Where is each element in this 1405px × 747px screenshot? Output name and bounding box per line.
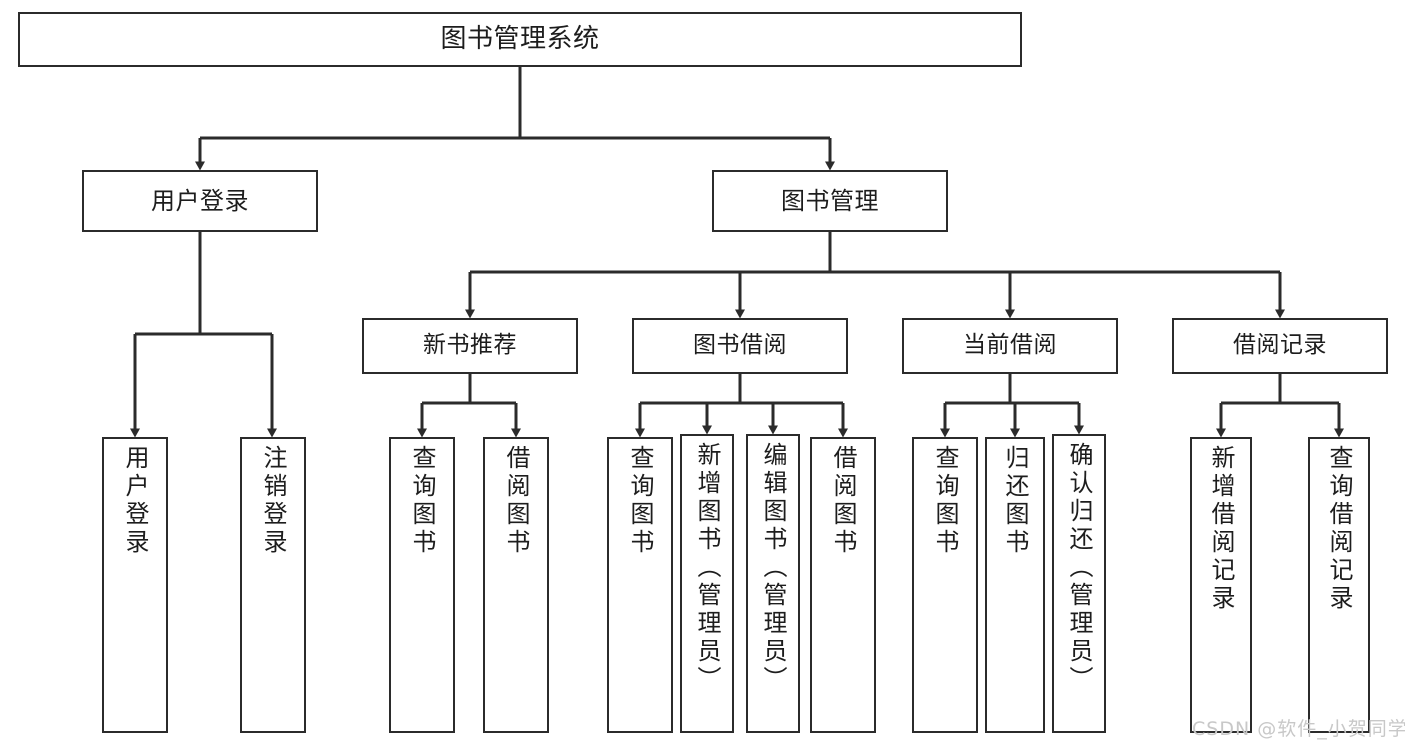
node-leaf-query-book-current[interactable]: 查询图书 <box>912 437 978 733</box>
node-leaf-edit-book-admin[interactable]: 编辑图书（管理员） <box>746 434 800 733</box>
node-leaf-label: 新增借阅记录 <box>1207 445 1235 613</box>
node-leaf-label: 新增图书（管理员） <box>693 442 721 694</box>
node-new-book-recommend[interactable]: 新书推荐 <box>362 318 578 374</box>
node-leaf-label: 查询图书 <box>626 445 654 557</box>
node-book-management-label: 图书管理 <box>781 186 879 215</box>
node-leaf-logout[interactable]: 注销登录 <box>240 437 306 733</box>
node-leaf-add-borrow-record[interactable]: 新增借阅记录 <box>1190 437 1252 733</box>
node-current-borrow[interactable]: 当前借阅 <box>902 318 1118 374</box>
node-book-management[interactable]: 图书管理 <box>712 170 948 232</box>
node-borrow-record-label: 借阅记录 <box>1233 332 1327 359</box>
node-leaf-label: 借阅图书 <box>502 445 530 557</box>
node-leaf-user-login[interactable]: 用户登录 <box>102 437 168 733</box>
node-leaf-return-book[interactable]: 归还图书 <box>985 437 1045 733</box>
node-current-borrow-label: 当前借阅 <box>963 332 1057 359</box>
node-borrow-record[interactable]: 借阅记录 <box>1172 318 1388 374</box>
node-leaf-label: 查询图书 <box>931 445 959 557</box>
node-leaf-query-book-borrow[interactable]: 查询图书 <box>607 437 673 733</box>
csdn-watermark: CSDN @软件_小贺同学 <box>1192 718 1405 740</box>
node-leaf-label: 查询图书 <box>408 445 436 557</box>
node-leaf-label: 确认归还（管理员） <box>1065 442 1093 694</box>
node-leaf-borrow-book[interactable]: 借阅图书 <box>810 437 876 733</box>
node-leaf-label: 借阅图书 <box>829 445 857 557</box>
node-leaf-label: 查询借阅记录 <box>1325 445 1353 613</box>
node-user-login-label: 用户登录 <box>151 186 249 215</box>
node-leaf-query-book-rec[interactable]: 查询图书 <box>389 437 455 733</box>
node-leaf-label: 归还图书 <box>1001 445 1029 557</box>
node-leaf-add-book-admin[interactable]: 新增图书（管理员） <box>680 434 734 733</box>
node-new-book-recommend-label: 新书推荐 <box>423 332 517 359</box>
node-user-login[interactable]: 用户登录 <box>82 170 318 232</box>
node-book-borrow[interactable]: 图书借阅 <box>632 318 848 374</box>
node-leaf-label: 编辑图书（管理员） <box>759 442 787 694</box>
node-root-system[interactable]: 图书管理系统 <box>18 12 1022 67</box>
node-root-label: 图书管理系统 <box>440 23 600 54</box>
node-leaf-label: 用户登录 <box>121 445 149 557</box>
node-leaf-label: 注销登录 <box>259 445 287 557</box>
node-leaf-query-borrow-record[interactable]: 查询借阅记录 <box>1308 437 1370 733</box>
node-leaf-borrow-book-rec[interactable]: 借阅图书 <box>483 437 549 733</box>
node-leaf-confirm-return-admin[interactable]: 确认归还（管理员） <box>1052 434 1106 733</box>
node-book-borrow-label: 图书借阅 <box>693 332 787 359</box>
